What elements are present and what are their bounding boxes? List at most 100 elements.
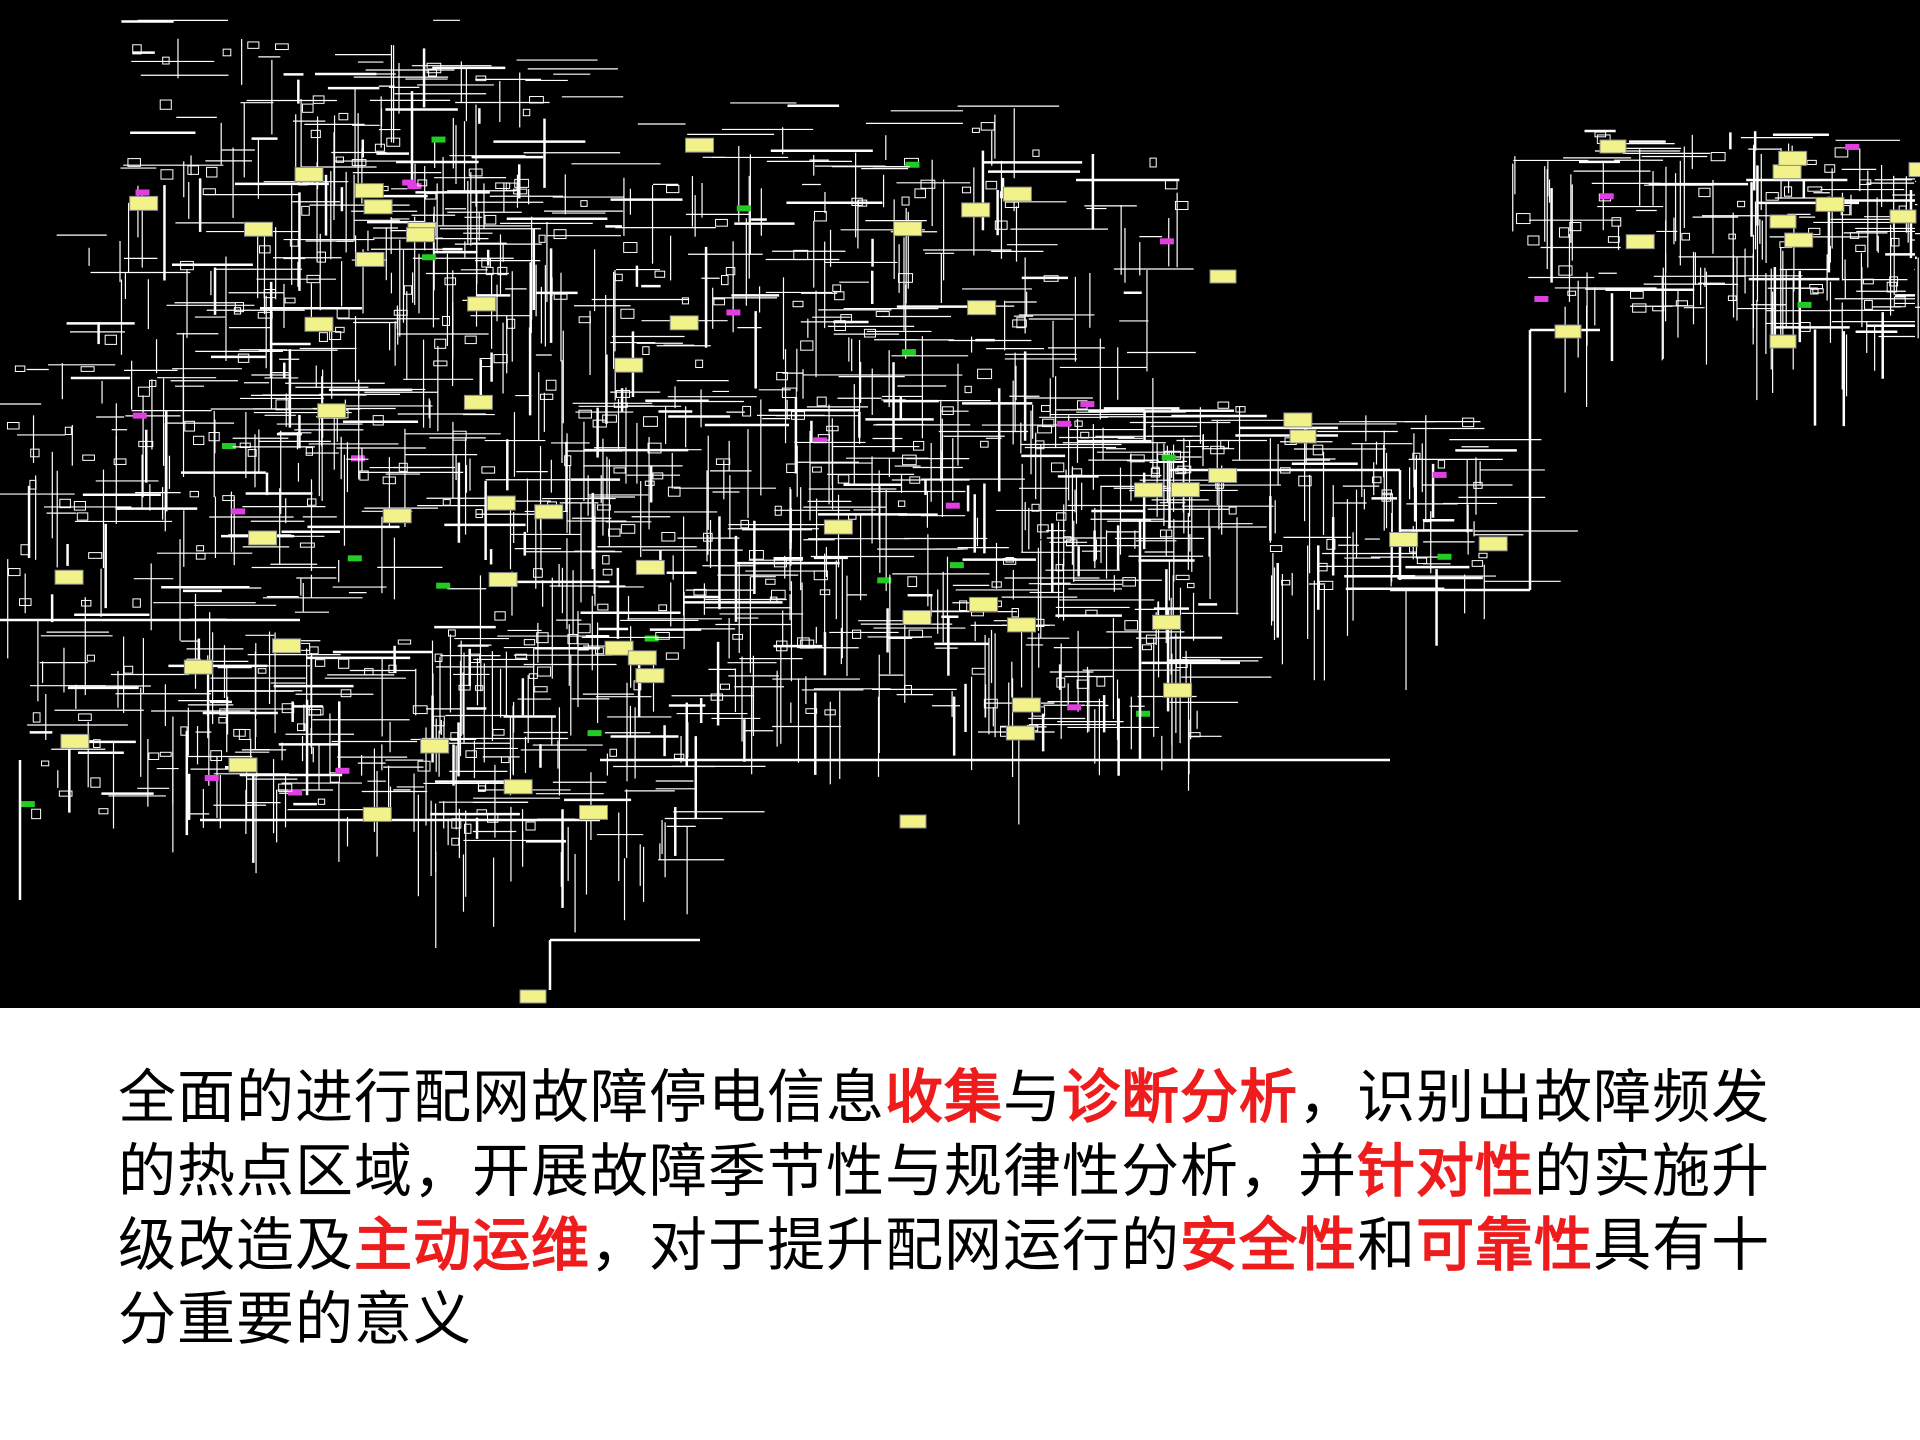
switch-symbol bbox=[497, 266, 508, 276]
switch-symbol bbox=[351, 159, 367, 166]
switch-symbol bbox=[476, 809, 488, 815]
switch-symbol bbox=[614, 273, 623, 282]
switch-symbol bbox=[58, 790, 73, 797]
switch-symbol bbox=[281, 703, 295, 714]
substation-label-box bbox=[1815, 196, 1845, 212]
switch-symbol bbox=[113, 458, 127, 465]
switch-symbol bbox=[1652, 305, 1665, 312]
switch-symbol bbox=[275, 43, 289, 51]
switch-symbol bbox=[442, 315, 450, 326]
substation-label-box bbox=[578, 804, 608, 820]
switch-symbol bbox=[1161, 454, 1176, 461]
switch-symbol bbox=[1220, 439, 1230, 449]
switch-symbol bbox=[658, 604, 668, 612]
switch-symbol bbox=[1065, 539, 1078, 547]
substation-label-box bbox=[503, 779, 533, 795]
switch-symbol bbox=[959, 600, 968, 612]
substation-label-box bbox=[420, 738, 450, 754]
substation-label-box bbox=[60, 733, 90, 749]
switch-symbol bbox=[534, 686, 548, 693]
switch-symbol bbox=[90, 777, 101, 788]
switch-symbol bbox=[1217, 401, 1230, 409]
switch-symbol bbox=[1630, 290, 1644, 299]
switch-symbol bbox=[613, 467, 626, 474]
substation-label-box bbox=[1011, 697, 1041, 713]
substation-label-box bbox=[1772, 164, 1802, 180]
switch-symbol bbox=[1569, 222, 1582, 232]
switch-symbol bbox=[597, 603, 609, 611]
switch-symbol bbox=[897, 500, 906, 507]
switch-symbol bbox=[464, 335, 477, 345]
switch-symbol bbox=[495, 182, 511, 189]
switch-symbol bbox=[901, 349, 916, 356]
switch-symbol bbox=[715, 458, 731, 465]
switch-symbol bbox=[1849, 232, 1860, 239]
switch-symbol bbox=[1316, 562, 1328, 572]
switch-symbol bbox=[592, 419, 607, 428]
switch-symbol bbox=[623, 242, 638, 253]
switch-symbol bbox=[964, 385, 972, 394]
switch-symbol bbox=[977, 368, 993, 380]
substation-label-box bbox=[354, 183, 384, 199]
switch-symbol bbox=[82, 454, 95, 461]
switch-symbol bbox=[1074, 420, 1083, 427]
switch-symbol bbox=[774, 505, 782, 516]
substation-label-box bbox=[243, 221, 273, 237]
switch-symbol bbox=[374, 143, 385, 152]
switch-symbol bbox=[475, 685, 484, 691]
switch-symbol bbox=[14, 365, 26, 372]
caption-highlight: 可靠性 bbox=[1416, 1211, 1594, 1279]
switch-symbol bbox=[59, 498, 71, 509]
substation-label-box bbox=[1778, 150, 1808, 166]
substation-label-box bbox=[1209, 269, 1237, 284]
switch-symbol bbox=[985, 180, 998, 190]
switch-symbol bbox=[234, 302, 245, 313]
switch-symbol bbox=[382, 476, 396, 485]
switch-symbol bbox=[1890, 237, 1900, 247]
switch-symbol bbox=[1318, 580, 1334, 591]
switch-symbol bbox=[494, 611, 506, 621]
switch-symbol bbox=[1808, 227, 1821, 235]
switch-symbol bbox=[338, 112, 349, 121]
switch-symbol bbox=[1164, 179, 1178, 190]
switch-symbol bbox=[1005, 557, 1014, 563]
switch-symbol bbox=[904, 684, 912, 695]
switch-symbol bbox=[858, 199, 868, 207]
substation-label-box bbox=[272, 638, 302, 654]
switch-symbol bbox=[525, 821, 536, 831]
switch-symbol bbox=[875, 311, 890, 317]
switch-symbol bbox=[132, 412, 147, 419]
switch-symbol bbox=[1416, 557, 1428, 565]
switch-symbol bbox=[468, 168, 483, 177]
switch-symbol bbox=[1859, 179, 1872, 185]
substation-label-box bbox=[54, 569, 84, 585]
switch-symbol bbox=[736, 205, 751, 212]
switch-symbol bbox=[388, 664, 397, 674]
switch-symbol bbox=[1174, 201, 1189, 211]
switch-symbol bbox=[284, 297, 296, 304]
switch-symbol bbox=[1862, 278, 1874, 285]
switch-symbol bbox=[1326, 538, 1336, 550]
switch-symbol bbox=[726, 309, 741, 316]
switch-symbol bbox=[1016, 317, 1026, 329]
switch-symbol bbox=[920, 179, 936, 189]
switch-symbol bbox=[338, 658, 350, 669]
switch-symbol bbox=[442, 499, 451, 506]
substation-label-box bbox=[1554, 324, 1582, 339]
switch-symbol bbox=[335, 767, 350, 774]
switch-symbol bbox=[602, 414, 617, 423]
switch-symbol bbox=[403, 285, 413, 295]
switch-symbol bbox=[813, 570, 828, 581]
switch-symbol bbox=[1471, 560, 1484, 567]
switch-symbol bbox=[76, 512, 89, 521]
switch-symbol bbox=[1032, 149, 1040, 157]
switch-symbol bbox=[123, 665, 134, 674]
switch-symbol bbox=[1727, 295, 1737, 302]
switch-symbol bbox=[816, 396, 827, 407]
switch-symbol bbox=[667, 486, 681, 497]
switch-symbol bbox=[580, 200, 588, 207]
switch-symbol bbox=[1810, 288, 1819, 295]
switch-symbol bbox=[528, 673, 538, 679]
switch-symbol bbox=[971, 611, 984, 617]
switch-symbol bbox=[1632, 303, 1647, 313]
